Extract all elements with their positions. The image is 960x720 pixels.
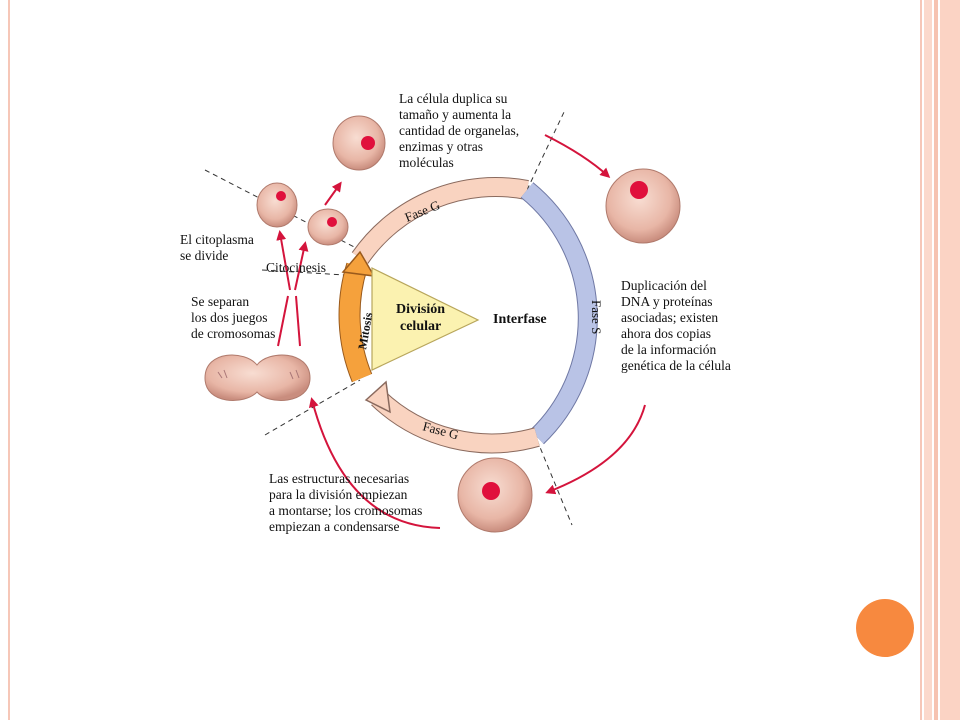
svg-text:se divide: se divide <box>180 248 228 263</box>
arrow-to-daughter-bottom <box>294 241 309 291</box>
svg-text:DNA y proteínas: DNA y proteínas <box>621 294 713 309</box>
note-top: La célula duplica su tamaño y aumenta la… <box>399 91 519 170</box>
mitosis-label: Mitosis <box>355 311 375 351</box>
svg-text:La célula duplica su: La célula duplica su <box>399 91 508 106</box>
note-right: Duplicación del DNA y proteínas asociada… <box>621 278 731 373</box>
g2-phase-arc <box>371 391 540 453</box>
division-title-line1: División <box>396 302 445 317</box>
slide-frame <box>8 0 922 720</box>
svg-text:a montarse; los cromosomas: a montarse; los cromosomas <box>269 503 422 518</box>
svg-text:tamaño y aumenta la: tamaño y aumenta la <box>399 107 511 122</box>
svg-text:de cromosomas: de cromosomas <box>191 326 275 341</box>
note-cytoplasm: El citoplasma se divide <box>180 232 254 263</box>
arrow-to-large-cell <box>324 181 342 206</box>
note-bottom: Las estructuras necesarias para la divis… <box>269 471 422 534</box>
cell-daughter-bottom <box>307 208 349 246</box>
cell-g2-phase <box>457 457 533 533</box>
g1-phase-arc <box>352 177 529 264</box>
svg-text:enzimas y otras: enzimas y otras <box>399 139 483 154</box>
arrow-to-g2-cell <box>545 404 646 495</box>
division-wedge <box>371 267 480 371</box>
divider-line <box>536 439 573 526</box>
mitosis-arc <box>339 263 372 382</box>
phase-s-label: Fase S <box>589 300 604 334</box>
svg-text:Se separan: Se separan <box>191 294 249 309</box>
arrow-from-dividing <box>277 295 289 347</box>
svg-text:empiezan a condensarse: empiezan a condensarse <box>269 519 399 534</box>
interphase-label: Interfase <box>493 312 547 327</box>
cell-dividing <box>204 354 311 401</box>
svg-text:asociadas; existen: asociadas; existen <box>621 310 718 325</box>
arrow-to-dividing-cell <box>308 397 441 529</box>
svg-text:Duplicación del: Duplicación del <box>621 278 707 293</box>
cell-g1-large <box>332 115 386 171</box>
cell-daughter-top <box>256 182 298 228</box>
mitosis-arrowhead <box>341 250 376 277</box>
side-stripe <box>924 0 932 720</box>
division-title-line2: celular <box>400 319 441 334</box>
svg-text:cantidad de organelas,: cantidad de organelas, <box>399 123 519 138</box>
svg-text:de la información: de la información <box>621 342 716 357</box>
side-stripe <box>934 0 938 720</box>
svg-text:los dos juegos: los dos juegos <box>191 310 268 325</box>
side-stripe <box>940 0 960 720</box>
divider-line <box>526 109 566 191</box>
g2-arrowhead <box>364 380 391 414</box>
svg-text:Las estructuras necesarias: Las estructuras necesarias <box>269 471 409 486</box>
arrow-to-daughter-top <box>276 230 291 291</box>
s-phase-arc <box>521 183 597 444</box>
svg-text:El citoplasma: El citoplasma <box>180 232 254 247</box>
svg-text:genética de la célula: genética de la célula <box>621 358 731 373</box>
svg-text:para la división empiezan: para la división empiezan <box>269 487 408 502</box>
cytokinesis-label: Citocinesis <box>266 260 326 275</box>
arrow-from-dividing <box>295 295 301 347</box>
svg-text:ahora dos copias: ahora dos copias <box>621 326 711 341</box>
arrow-to-s-cell <box>544 134 611 179</box>
accent-circle <box>856 599 914 657</box>
note-chromosomes: Se separan los dos juegos de cromosomas <box>191 294 275 341</box>
divider-line <box>261 269 346 276</box>
cell-s-phase <box>605 168 681 244</box>
svg-text:moléculas: moléculas <box>399 155 454 170</box>
